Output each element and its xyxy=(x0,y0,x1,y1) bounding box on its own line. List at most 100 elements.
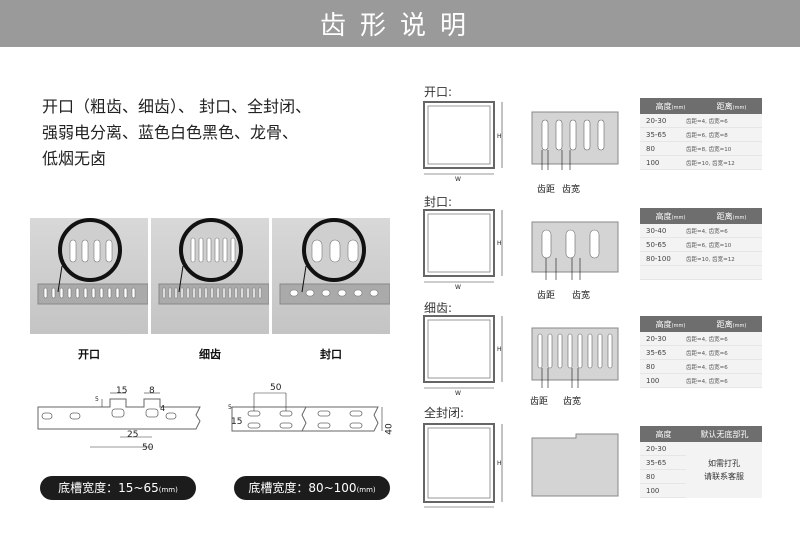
tooth-view-closed xyxy=(531,221,619,280)
table-header: 高度 默认无底部孔 xyxy=(640,426,762,442)
dimension-label: 5 xyxy=(228,404,232,411)
intro-text: 开口（粗齿、细齿）、 封口、全封闭、 强弱电分离、蓝色白色黑色、龙骨、 低烟无卤 xyxy=(42,94,402,172)
tooth-view-fine xyxy=(531,327,619,388)
col-height: 高度 xyxy=(655,211,672,221)
cell-height: 20-30 xyxy=(646,116,667,125)
photo-caption: 细齿 xyxy=(199,348,221,361)
section-label-open: 开口: xyxy=(424,85,453,99)
height-column: 20-30 35-65 80 100 xyxy=(640,442,686,498)
cell-distance: 齿距=6, 齿宽=8 xyxy=(686,132,728,139)
tooth-width-label: 齿宽 xyxy=(563,397,582,407)
table-row: 80 齿距=8, 齿宽=10 xyxy=(640,142,762,156)
note-line: 如需打孔 xyxy=(708,459,740,468)
section-label-closed: 封口: xyxy=(424,195,453,209)
table-row: 35-65 齿距=6, 齿宽=8 xyxy=(640,128,762,142)
cell-height: 80-100 xyxy=(646,254,671,263)
cross-section-closed xyxy=(423,209,503,283)
cell-height: 35-65 xyxy=(646,130,667,139)
table-row: 30-40 齿距=4, 齿宽=6 xyxy=(640,224,762,238)
tooth-width-label: 齿宽 xyxy=(572,291,591,301)
cell-height: 100 xyxy=(646,376,660,385)
width-label: W xyxy=(455,284,461,291)
unit: (mm) xyxy=(671,322,686,329)
dimension-label: 15 xyxy=(231,417,243,427)
dimension-label: 25 xyxy=(127,430,139,440)
section-label-sealed: 全封闭: xyxy=(424,406,465,420)
cell-height: 50-65 xyxy=(646,240,667,249)
note-line: 请联系客服 xyxy=(704,472,744,481)
width-label: W xyxy=(455,390,461,397)
cell-distance: 齿距=4, 齿宽=6 xyxy=(686,228,728,235)
cell-distance: 齿距=4, 齿宽=6 xyxy=(686,378,728,385)
title-banner: 齿形说明 xyxy=(0,0,800,47)
cell-height: 35-65 xyxy=(640,456,686,470)
dimension-label: 50 xyxy=(142,443,154,453)
cell-height: 100 xyxy=(646,158,660,167)
dimension-label: 15 xyxy=(116,386,128,396)
dimension-label: 4 xyxy=(160,404,166,413)
cross-section-fine xyxy=(423,315,503,389)
col-distance: 距离 xyxy=(716,319,733,329)
cell-distance: 齿距=10, 齿宽=12 xyxy=(686,160,735,167)
open-tooth-illustration xyxy=(37,218,149,305)
unit: (mm) xyxy=(732,104,747,111)
cell-height: 30-40 xyxy=(646,226,667,235)
dimension-label: 40 xyxy=(384,423,395,435)
cell-height: 80 xyxy=(640,470,686,484)
fine-tooth-illustration xyxy=(158,218,270,305)
col-distance: 距离 xyxy=(716,211,733,221)
table-row: 100 齿距=10, 齿宽=12 xyxy=(640,156,762,170)
dimension-label: 5 xyxy=(95,396,99,403)
unit: (mm) xyxy=(732,214,747,221)
table-row xyxy=(640,266,762,280)
intro-line: 强弱电分离、蓝色白色黑色、龙骨、 xyxy=(42,123,299,142)
unit: (mm) xyxy=(671,104,686,111)
closed-tooth-drawing xyxy=(231,392,383,432)
cell-height: 80 xyxy=(646,362,655,371)
height-label: H xyxy=(497,240,502,247)
page-title: 齿形说明 xyxy=(319,11,480,41)
col-distance: 距离 xyxy=(716,101,733,111)
table-header: 高度(mm) 距离(mm) xyxy=(640,98,762,114)
table-header: 高度(mm) 距离(mm) xyxy=(640,316,762,332)
closed-tooth-illustration xyxy=(279,218,391,305)
dimension-label: 8 xyxy=(149,386,155,396)
badge-unit: (mm) xyxy=(158,486,178,494)
col-height: 高度 xyxy=(655,429,672,439)
cell-height: 80 xyxy=(646,144,655,153)
height-label: H xyxy=(497,346,502,353)
photo-closed-tooth: 封口 xyxy=(272,218,391,361)
photo-fine-tooth: 细齿 xyxy=(151,218,270,361)
tooth-view-open xyxy=(531,111,619,170)
cell-distance: 齿距=10, 齿宽=12 xyxy=(686,256,735,263)
trough-width-badge: 底槽宽度：15~65(mm) xyxy=(40,476,196,500)
col-height: 高度 xyxy=(655,101,672,111)
dimension-label: 50 xyxy=(270,383,282,393)
badge-label: 底槽宽度：80~100 xyxy=(248,481,357,495)
intro-line: 开口（粗齿、细齿）、 封口、全封闭、 xyxy=(42,97,312,116)
cell-height: 20-30 xyxy=(646,334,667,343)
cell-height: 100 xyxy=(640,484,686,498)
table-row: 80-100 齿距=10, 齿宽=12 xyxy=(640,252,762,266)
photo-caption: 封口 xyxy=(320,348,342,361)
table-header: 高度(mm) 距离(mm) xyxy=(640,208,762,224)
cell-distance: 齿距=8, 齿宽=10 xyxy=(686,146,732,153)
width-label: W xyxy=(455,176,461,183)
intro-line: 低烟无卤 xyxy=(42,149,107,168)
photo-open-tooth: 开口 xyxy=(30,218,149,361)
tooth-pitch-label: 齿距 xyxy=(537,185,556,195)
col-note: 默认无底部孔 xyxy=(700,429,749,439)
punch-note: 如需打孔 请联系客服 xyxy=(686,442,762,498)
cell-height: 35-65 xyxy=(646,348,667,357)
tooth-pitch-label: 齿距 xyxy=(530,397,549,407)
cross-section-sealed xyxy=(423,423,503,508)
cell-height: 20-30 xyxy=(640,442,686,456)
table-row: 100 齿距=4, 齿宽=6 xyxy=(640,374,762,388)
badge-label: 底槽宽度：15~65 xyxy=(58,481,159,495)
